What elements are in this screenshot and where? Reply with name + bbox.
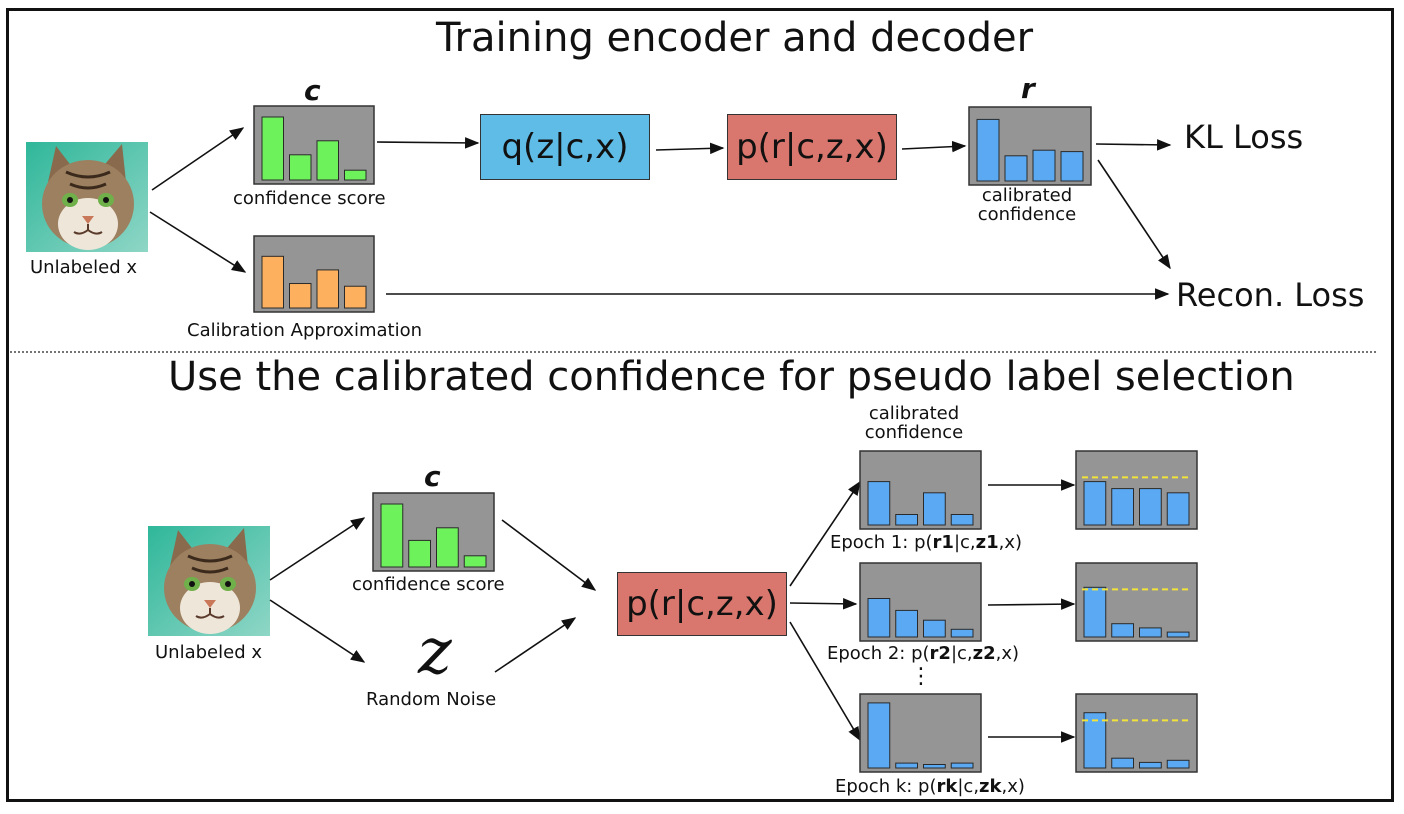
arrow-noise-to-decoder: [494, 617, 577, 673]
arrow-decoder-to-calibrated: [901, 140, 967, 153]
kl-loss-label: KL Loss: [1184, 118, 1304, 156]
bottom-confidence-caption: confidence score: [352, 574, 505, 595]
arrow-image-to-approx: [149, 211, 247, 273]
arrow-confidence-to-encoder: [376, 137, 480, 149]
bottom-image-caption: Unlabeled x: [155, 642, 262, 663]
epoch-1-chart-bar-4: [950, 514, 974, 526]
epoch-2-chart-bar-1: [867, 598, 891, 638]
top-decoder-label: p(r|c,z,x): [736, 127, 888, 167]
epoch-2-caption: Epoch 2: p(r2|c,z2,x): [827, 643, 1020, 664]
epoch-2-chart-bar-3: [923, 619, 946, 638]
top-confidence-chart-bar-1: [261, 116, 284, 181]
top-confidence-chart-bar-2: [289, 154, 312, 181]
encoder-label: q(z|c,x): [501, 127, 629, 167]
epoch-2-chart-bar-4: [950, 628, 974, 638]
selection-3-chart-bar-4: [1166, 759, 1190, 769]
cat-image-top: [26, 142, 148, 252]
ellipsis: ⋮: [910, 664, 932, 689]
arrow-image-to-confidence-bottom: [269, 517, 366, 581]
top-confidence-chart-bar-3: [316, 140, 339, 181]
figure-frame: [6, 8, 1394, 802]
selection-3-chart-bar-2: [1111, 757, 1134, 769]
bottom-c-symbol: c: [424, 460, 441, 493]
top-calibrated-chart-bar-3: [1032, 149, 1056, 182]
bottom-decoder-label: p(r|c,z,x): [626, 584, 778, 624]
selection-3-chart-bar-3: [1139, 761, 1162, 769]
bottom-confidence-chart-bar-3: [436, 527, 459, 568]
top-calibrated-chart-bar-2: [1004, 155, 1028, 182]
top-decoder-box: p(r|c,z,x): [727, 114, 897, 180]
selection-1-chart-bar-2: [1111, 488, 1134, 526]
approx-caption: Calibration Approximation: [187, 320, 422, 341]
epoch-2-chart-bar-2: [895, 609, 918, 638]
arrow-encoder-to-decoder: [655, 142, 725, 155]
top-confidence-caption: confidence score: [233, 188, 386, 209]
top-title: Training encoder and decoder: [436, 15, 1034, 61]
top-c-symbol: c: [304, 74, 321, 107]
arrow-image-to-noise: [269, 599, 366, 663]
selection-2-chart-bar-4: [1166, 631, 1190, 638]
epoch-1-chart-bar-1: [867, 481, 891, 526]
epoch-1-chart-bar-3: [923, 492, 946, 526]
arrow-decoder-to-epoch-2: [789, 598, 858, 610]
selection-3-chart-bar-1: [1083, 712, 1107, 769]
z-symbol: z: [418, 615, 452, 689]
epoch-k-caption: Epoch k: p(rk|c,zk,x): [835, 776, 1025, 797]
selection-2-chart-bar-1: [1083, 586, 1107, 638]
epoch-1-caption: Epoch 1: p(r1|c,z1,x): [830, 532, 1023, 553]
epoch-3-chart-bar-1: [867, 702, 891, 769]
arrow-epoch-2-to-selection: [987, 598, 1076, 610]
bottom-title: Use the calibrated confidence for pseudo…: [168, 354, 1295, 400]
selection-2-chart-bar-3: [1139, 627, 1162, 638]
arrow-to-kl-loss: [1095, 139, 1172, 151]
bottom-decoder-box: p(r|c,z,x): [617, 572, 787, 636]
encoder-box: q(z|c,x): [480, 114, 650, 180]
top-calibrated-chart-bar-1: [976, 118, 1000, 182]
arrow-image-to-confidence: [151, 127, 245, 191]
arrow-calibrated-to-recon: [1097, 159, 1171, 270]
approx-chart-bar-2: [289, 283, 312, 309]
cat-image-bottom: [148, 526, 270, 636]
bottom-confidence-chart-bar-2: [408, 539, 431, 568]
arrow-confidence-to-decoder: [501, 519, 597, 591]
arrow-decoder-to-epoch-1: [789, 480, 861, 587]
approx-chart-bar-1: [261, 255, 284, 309]
epoch-1-chart-bar-2: [895, 514, 918, 526]
top-image-caption: Unlabeled x: [30, 257, 137, 278]
top-calibrated-chart-bar-4: [1060, 151, 1084, 182]
epoch-3-chart-bar-2: [895, 762, 918, 769]
epoch-3-chart-bar-4: [950, 762, 974, 769]
noise-caption: Random Noise: [366, 689, 497, 710]
selection-1-chart-bar-4: [1166, 492, 1190, 526]
r-symbol: r: [1021, 72, 1035, 105]
approx-chart-bar-4: [344, 285, 367, 309]
approx-chart-bar-3: [316, 269, 339, 309]
top-confidence-chart-bar-4: [344, 169, 367, 181]
epoch-3-chart-bar-3: [923, 764, 946, 769]
bottom-confidence-chart-bar-1: [380, 503, 404, 568]
selection-1-chart-bar-1: [1083, 481, 1107, 526]
arrow-decoder-to-epoch-k: [789, 621, 861, 742]
bottom-confidence-chart-bar-4: [463, 555, 487, 568]
selection-2-chart-bar-2: [1111, 623, 1134, 638]
recon-loss-label: Recon. Loss: [1176, 276, 1365, 314]
selection-1-chart-bar-3: [1139, 488, 1162, 526]
